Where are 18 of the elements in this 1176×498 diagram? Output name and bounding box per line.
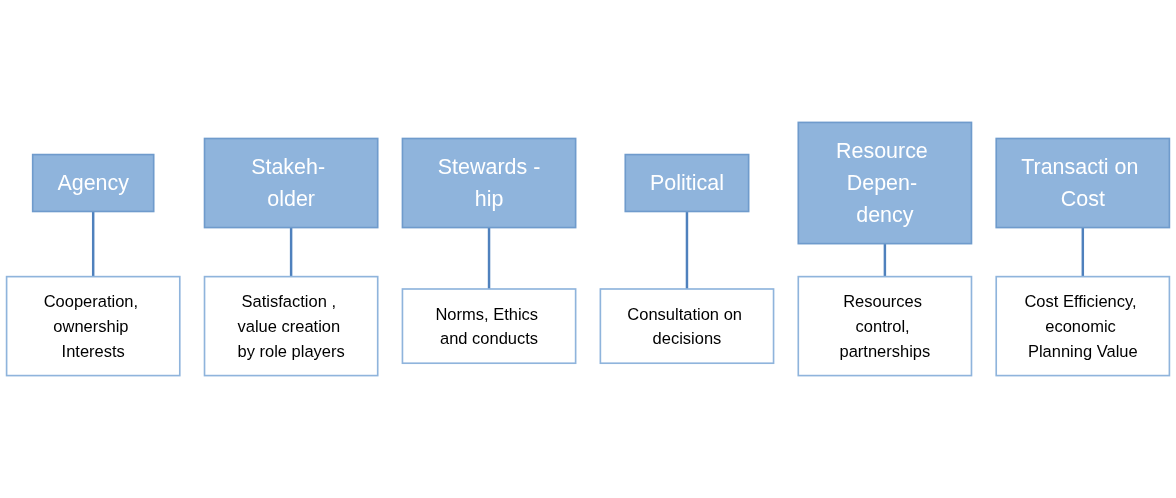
- connector: [883, 242, 887, 278]
- connector: [91, 210, 95, 278]
- node-box: Agency: [31, 153, 155, 213]
- node-box: Cooperation, ownership Interests: [5, 275, 181, 377]
- connector: [1081, 226, 1085, 278]
- node-box: Stakeh- older: [203, 137, 379, 229]
- node-box: Resources control, partnerships: [797, 275, 973, 377]
- node-box: Consultation on decisions: [599, 288, 775, 365]
- node-box: Norms, Ethics and conducts: [401, 288, 577, 365]
- node-box: Stewards -hip: [401, 137, 577, 229]
- node-box: Satisfaction , value creation by role players: [203, 275, 379, 377]
- connector: [487, 226, 491, 291]
- node-box: Resource Depen- dency: [797, 121, 973, 245]
- connector: [289, 226, 293, 278]
- connector: [685, 210, 689, 291]
- node-box: Transacti on Cost: [995, 137, 1171, 229]
- node-box: Political: [624, 153, 750, 213]
- node-box: Cost Efficiency, economic Planning Value: [995, 275, 1171, 377]
